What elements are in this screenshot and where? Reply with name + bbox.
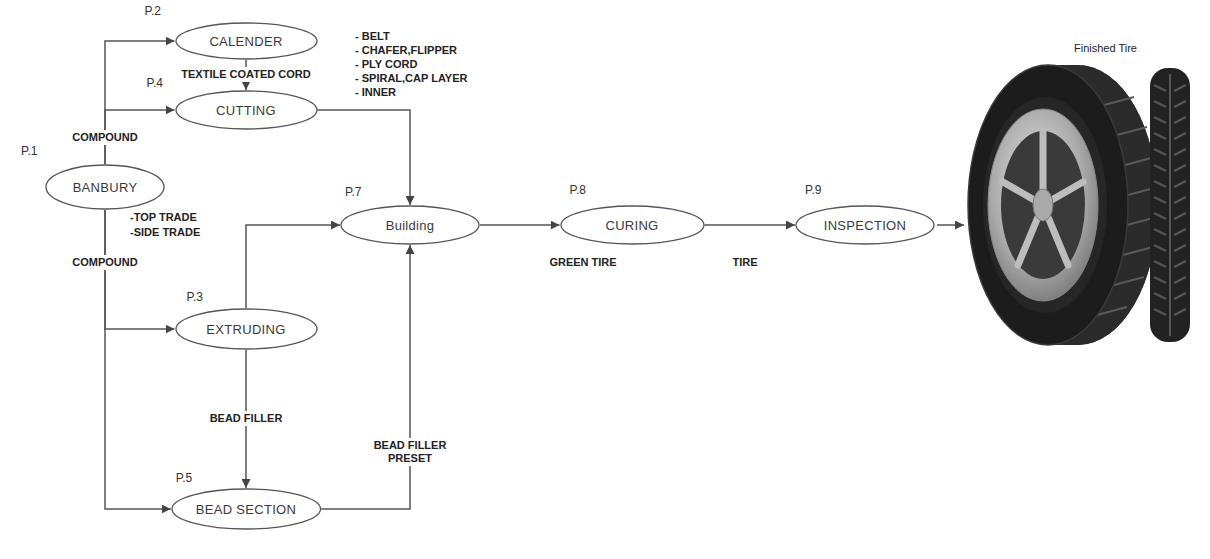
step-number: P.3 (187, 290, 203, 304)
ellipse-shape (341, 206, 479, 244)
flow-arrow (105, 41, 175, 164)
process-ellipse: P.7Building (340, 205, 480, 245)
process-name: CALENDER (209, 34, 282, 49)
component-item: - SPIRAL,CAP LAYER (355, 72, 467, 85)
component-item: - INNER (355, 86, 396, 99)
output-arrow (937, 224, 964, 226)
process-ellipse: P.8CURING (560, 205, 705, 245)
process-ellipse: P.1BANBURY (45, 164, 165, 210)
tire-tread-view (1150, 68, 1190, 342)
process-ellipse: P.3EXTRUDING (175, 308, 318, 350)
ellipse-shape (176, 23, 317, 59)
process-ellipse: P.5BEAD SECTION (171, 488, 322, 530)
flow-label: COMPOUND (69, 255, 140, 270)
flow-label: TIRE (729, 255, 760, 270)
flow-label: BEAD FILLER (207, 411, 286, 426)
flow-label: TEXTILE COATED CORD (178, 67, 313, 82)
flow-label: BEAD FILLER PRESET (362, 438, 458, 466)
component-item: - CHAFER,FLIPPER (355, 44, 457, 57)
tire-angled-view (968, 65, 1158, 345)
component-item: - BELT (355, 30, 390, 43)
process-name: BEAD SECTION (196, 502, 296, 517)
process-ellipse: P.2CALENDER (175, 22, 318, 60)
flow-arrow (246, 225, 340, 308)
step-number: P.5 (176, 471, 192, 485)
flow-arrow (318, 110, 411, 205)
ellipse-shape (176, 91, 317, 129)
flow-arrow (321, 245, 410, 509)
process-name: EXTRUDING (206, 322, 285, 337)
process-name: CUTTING (216, 103, 276, 118)
ellipse-shape (172, 489, 321, 529)
component-item: -SIDE TRADE (130, 226, 200, 239)
step-number: P.2 (145, 4, 161, 18)
process-name: Building (386, 218, 435, 233)
step-number: P.7 (345, 185, 361, 199)
ellipse-shape (46, 165, 164, 209)
flow-arrow (480, 224, 560, 226)
process-name: BANBURY (73, 180, 138, 195)
component-item: -TOP TRADE (130, 211, 197, 224)
process-ellipse: P.9INSPECTION (795, 205, 935, 245)
process-name: CURING (605, 218, 658, 233)
process-name: INSPECTION (824, 218, 906, 233)
process-ellipse: P.4CUTTING (175, 90, 318, 130)
ellipse-shape (561, 206, 704, 244)
step-number: P.9 (805, 183, 821, 197)
flow-label: COMPOUND (69, 130, 140, 145)
flow-label: GREEN TIRE (546, 255, 619, 270)
ellipse-shape (796, 206, 934, 244)
ellipse-shape (176, 309, 317, 349)
step-number: P.4 (147, 76, 163, 90)
illustration-caption: Finished Tire (1074, 42, 1137, 55)
step-number: P.8 (570, 183, 586, 197)
component-item: - PLY CORD (355, 58, 417, 71)
flow-arrow (705, 224, 796, 226)
step-number: P.1 (21, 144, 37, 158)
